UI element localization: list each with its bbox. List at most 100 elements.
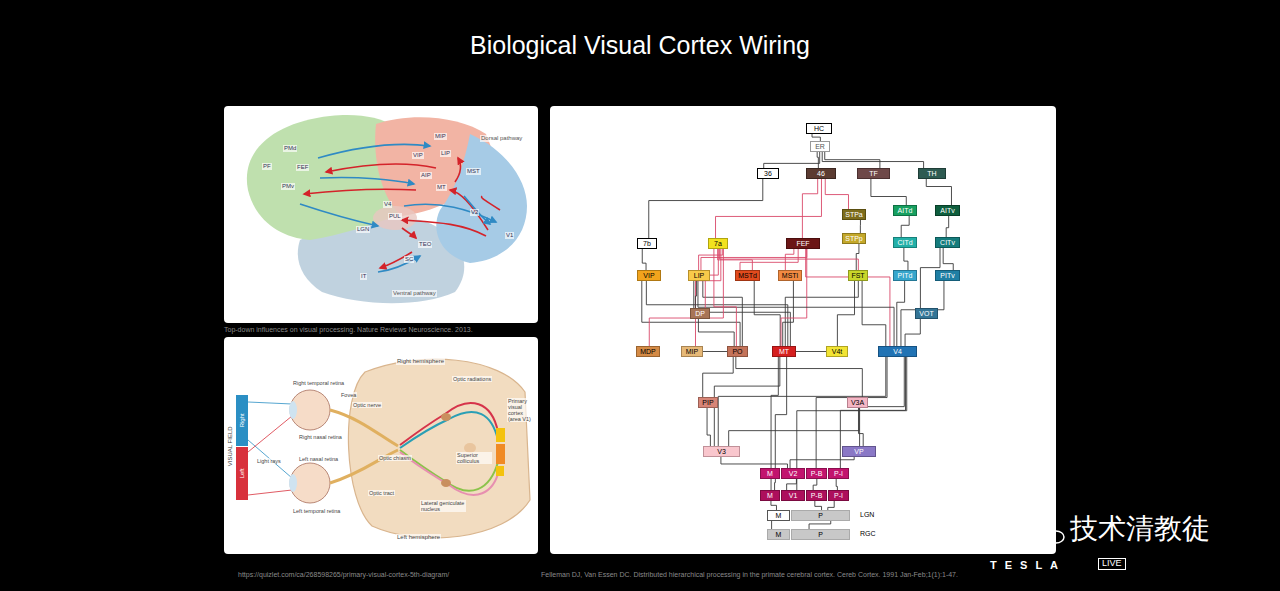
text-label: MIP (434, 133, 447, 140)
text-label: VIP (412, 152, 424, 159)
area-name: V4t (832, 347, 843, 356)
area-name: 7b (643, 239, 651, 248)
graphic-part (290, 390, 330, 430)
connection-line (796, 351, 826, 352)
area-box: STPa (842, 209, 866, 220)
connection-line (781, 249, 807, 346)
graphic-part (400, 412, 498, 448)
area-box: MT (772, 346, 796, 357)
area-box: PO (727, 346, 748, 357)
graphic-part (248, 440, 292, 478)
area-name: M (776, 530, 782, 539)
graphic-part (482, 196, 500, 210)
text-label: Dorsal pathway (480, 135, 523, 142)
text-label: Felleman DJ, Van Essen DC. Distributed h… (541, 571, 958, 579)
area-box: 46 (806, 168, 836, 179)
area-box: M (760, 468, 780, 479)
graphic-part (436, 134, 527, 263)
graphic-part (318, 145, 430, 159)
area-box: STPp (842, 233, 866, 244)
area-box: V3 (703, 446, 740, 457)
text-label: Right nasal retina (298, 434, 343, 440)
area-box: P-I (828, 468, 849, 479)
connection-line (862, 281, 886, 346)
connection-line (775, 357, 786, 468)
connection-line (946, 216, 949, 237)
area-box: P-B (806, 468, 827, 479)
connection-line (871, 179, 906, 205)
connection-line (787, 479, 797, 490)
slide-title: Biological Visual Cortex Wiring (0, 31, 1280, 60)
connection-line (812, 134, 820, 141)
text-label: PMd (283, 145, 297, 152)
area-name: V4 (893, 347, 902, 356)
area-name: FEF (796, 239, 809, 248)
text-label: Lateral geniculate nucleus (420, 500, 466, 512)
visual-pathway-illustration (236, 359, 530, 538)
brain-illustration (247, 115, 527, 303)
graphic-part (402, 228, 416, 238)
text-label: Ventral pathway (392, 290, 437, 297)
connection-line (806, 249, 890, 346)
graphic-part (464, 196, 490, 224)
connection-line (774, 479, 776, 490)
area-name: PITd (898, 271, 913, 280)
connection-line (646, 281, 787, 346)
connection-line (698, 281, 894, 346)
connection-line (729, 408, 859, 446)
graphic-part (400, 452, 499, 495)
connection-line (813, 479, 817, 490)
connection-line (825, 152, 880, 168)
connection-line (754, 281, 780, 346)
connection-line (736, 357, 862, 397)
area-box: V4t (826, 346, 848, 357)
text-label: FEF (296, 164, 309, 171)
area-name: P-B (811, 491, 823, 500)
area-box: LIP (688, 270, 710, 281)
connection-line (703, 357, 733, 397)
text-label: Right temporal retina (292, 380, 345, 386)
connection-line (815, 501, 822, 510)
area-box: AITd (893, 205, 917, 216)
text-label: Right (239, 413, 246, 427)
text-label: SC (404, 256, 414, 263)
area-box: HC (806, 123, 832, 134)
area-name: V3 (717, 447, 726, 456)
area-box: P (791, 529, 850, 540)
text-label: Light rays (256, 458, 282, 464)
connection-line (860, 220, 861, 233)
text-label: Left hemisphere (396, 534, 441, 541)
area-name: PIP (702, 398, 713, 407)
connection-line (926, 179, 951, 205)
text-label: PUL (388, 213, 402, 220)
area-box: MIP (681, 346, 703, 357)
text-label: PF (262, 163, 272, 170)
text-label: Fovea (340, 392, 357, 398)
area-box: FST (848, 270, 868, 281)
area-name: P-I (834, 491, 843, 500)
graphic-part (289, 401, 297, 419)
connection-line (901, 216, 909, 237)
graphic-part (289, 474, 297, 492)
area-name: CITv (940, 238, 955, 247)
graphic-part (373, 206, 417, 230)
text-label: Optic chiasm (378, 455, 412, 461)
graphic-part (248, 416, 292, 452)
connection-line (642, 281, 740, 346)
connection-line (718, 357, 886, 446)
area-name: M (776, 511, 782, 520)
area-name: P (818, 511, 823, 520)
graphic-part (496, 466, 504, 476)
area-box: P-I (828, 490, 849, 501)
area-box: CITd (893, 237, 917, 248)
area-name: LIP (694, 271, 705, 280)
area-box: MSTd (735, 270, 760, 281)
area-name: ER (815, 142, 825, 151)
area-box: V1 (781, 490, 805, 501)
area-box: PIP (698, 397, 718, 408)
text-label: Right hemisphere (396, 358, 445, 365)
area-box: MSTl (778, 270, 802, 281)
area-name: P (818, 530, 823, 539)
area-box: PITd (893, 270, 917, 281)
